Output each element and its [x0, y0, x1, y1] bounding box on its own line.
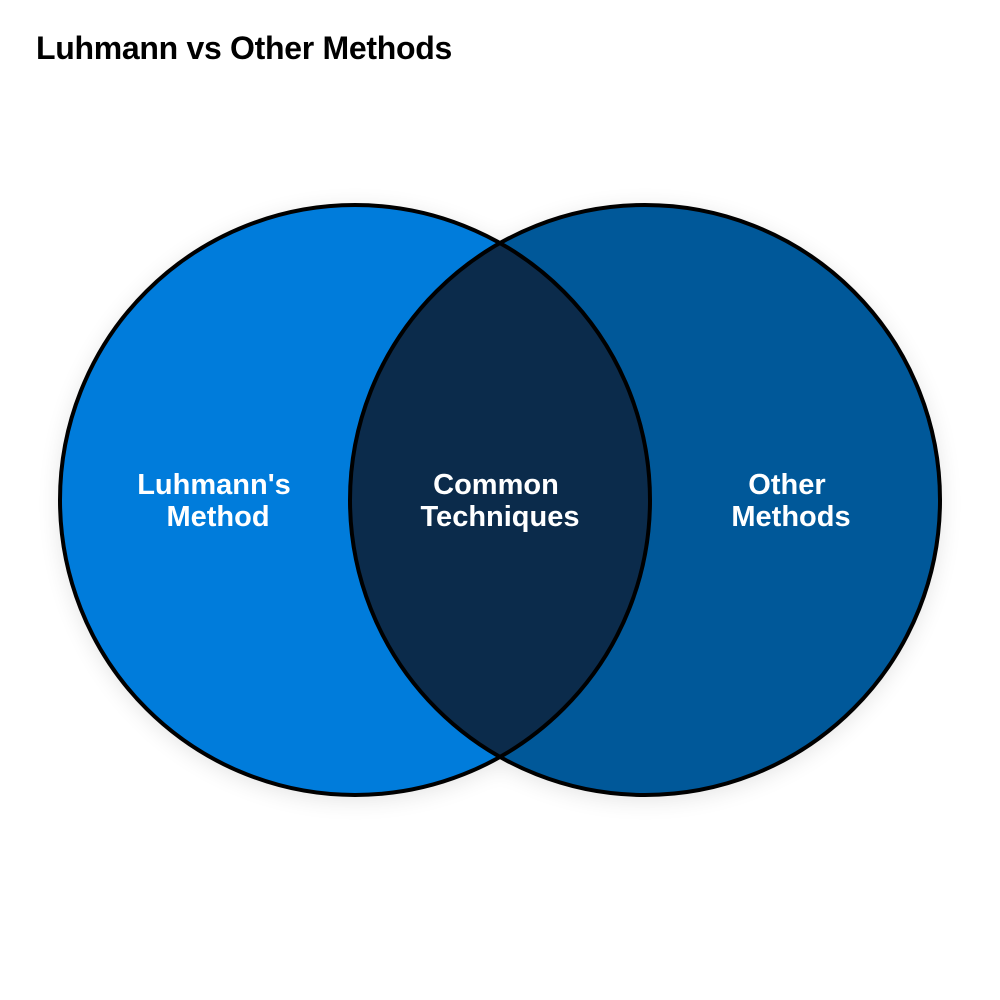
intersection-label-line: Common	[433, 469, 559, 501]
left-set-outline	[58, 203, 652, 797]
intersection-label-line: Techniques	[421, 501, 580, 533]
right-set-label: Other Methods	[731, 469, 850, 533]
left-set-label: Luhmann's Method	[137, 469, 299, 533]
left-set-label-line: Method	[166, 501, 269, 533]
diagram-title: Luhmann vs Other Methods	[36, 30, 452, 66]
right-set-label-line: Other	[748, 469, 825, 501]
right-set-outline	[348, 203, 942, 797]
left-set-label-line: Luhmann's	[137, 469, 291, 501]
intersection-region	[350, 205, 650, 795]
intersection-label: Common Techniques	[421, 469, 580, 533]
right-set-label-line: Methods	[731, 501, 850, 533]
